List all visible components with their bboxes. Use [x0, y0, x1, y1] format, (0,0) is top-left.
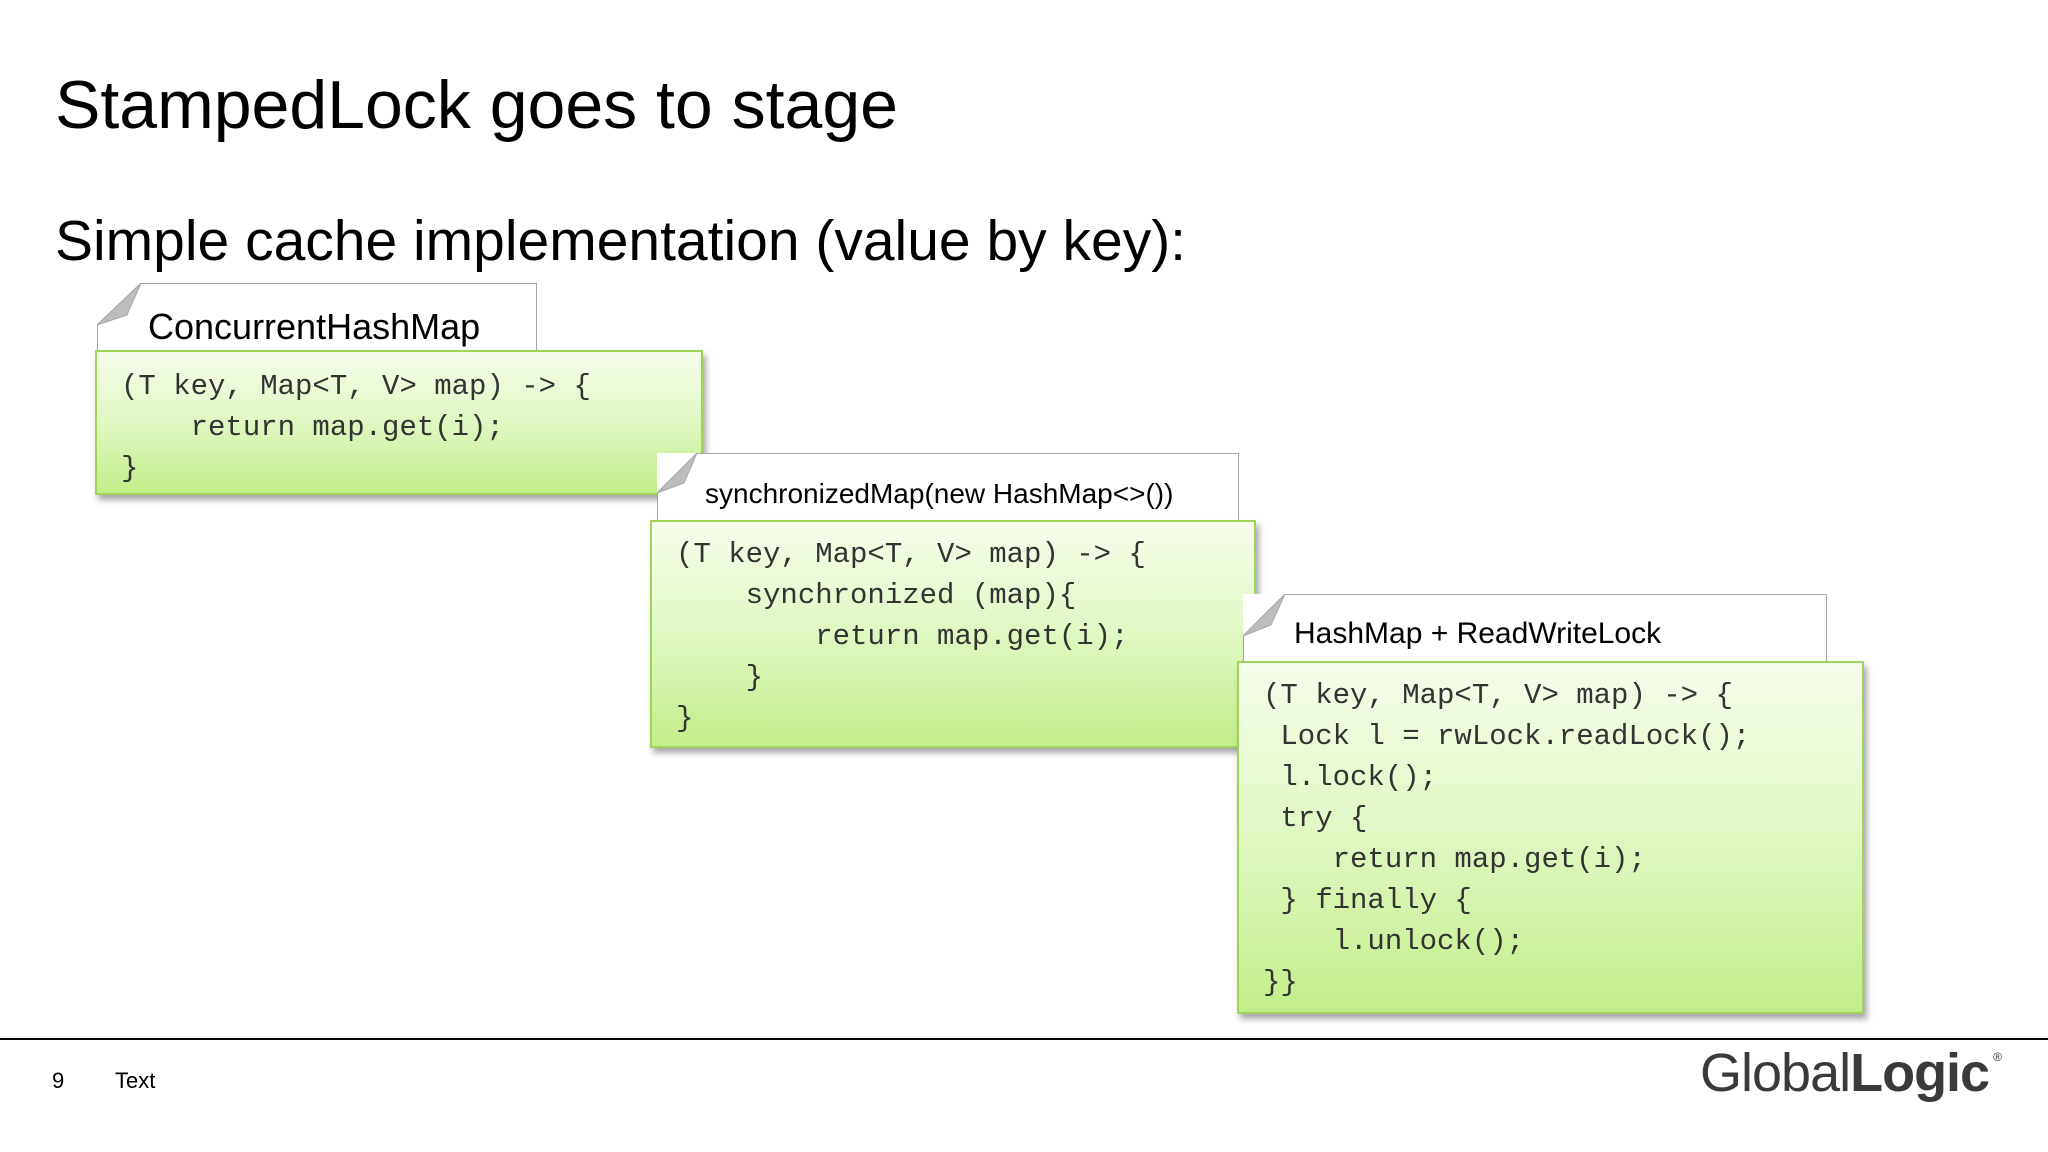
registered-mark: ® [1993, 1050, 2002, 1064]
page-fold-icon [1243, 594, 1285, 636]
code-block-concurrent-hash-map: (T key, Map<T, V> map) -> { return map.g… [95, 350, 703, 495]
slide-title: StampedLock goes to stage [55, 67, 898, 143]
page-number: 9 [52, 1068, 65, 1093]
page-fold-icon [97, 283, 141, 325]
logo-word-global: Global [1700, 1043, 1851, 1103]
tab-hashmap-readwritelock: HashMap + ReadWriteLock [1243, 594, 1827, 662]
code-block-synchronized-map: (T key, Map<T, V> map) -> { synchronized… [650, 520, 1256, 748]
footer-text: Text [115, 1068, 156, 1093]
globallogic-logo: GlobalLogic® [1700, 1042, 2002, 1104]
tab-label: ConcurrentHashMap [148, 306, 481, 347]
tab-label: synchronizedMap(new HashMap<>()) [705, 478, 1174, 509]
slide-subtitle: Simple cache implementation (value by ke… [55, 209, 1187, 273]
page-fold-icon [657, 453, 697, 493]
tab-concurrent-hash-map: ConcurrentHashMap [97, 283, 537, 351]
tab-synchronized-map: synchronizedMap(new HashMap<>()) [657, 453, 1239, 521]
code-block-hashmap-readwritelock: (T key, Map<T, V> map) -> { Lock l = rwL… [1237, 661, 1864, 1014]
footer-divider [0, 1038, 2048, 1040]
logo-word-logic: Logic [1850, 1043, 1990, 1103]
tab-label: HashMap + ReadWriteLock [1294, 617, 1662, 650]
